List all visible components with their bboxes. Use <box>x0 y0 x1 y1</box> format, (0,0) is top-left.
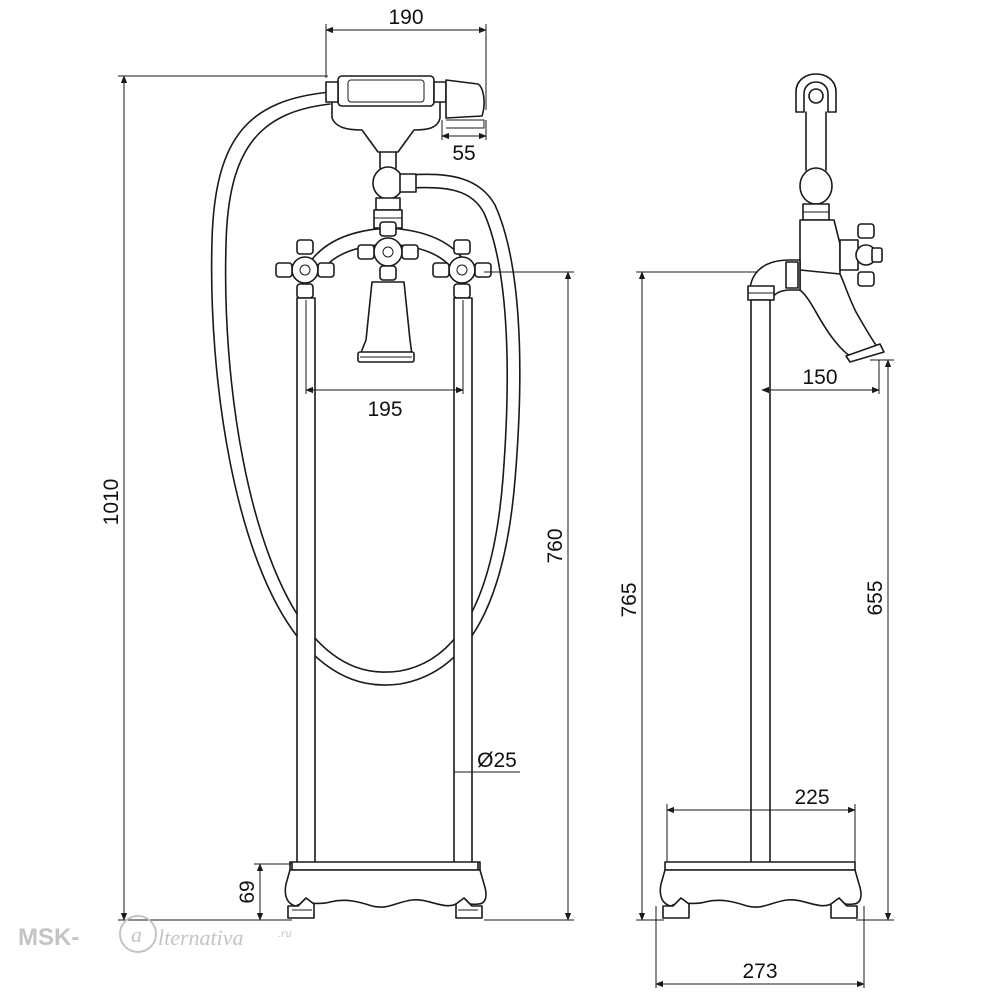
dim-pipe-diameter: Ø25 <box>477 749 517 772</box>
dim-base-inner-width: 225 <box>794 786 829 809</box>
side-standpipe <box>750 299 771 865</box>
side-view <box>659 73 885 919</box>
dim-handset-length: 190 <box>388 6 423 29</box>
dim-spout-height-front: 760 <box>544 528 567 563</box>
watermark-logo: MSK- a lternativa .ru <box>18 915 292 953</box>
side-cradle <box>795 73 837 221</box>
standpipes <box>296 297 473 865</box>
watermark-logo-letter: a <box>131 922 142 947</box>
dim-valve-centers: 195 <box>367 398 402 421</box>
right-cross-handle <box>432 239 492 299</box>
front-spout <box>357 281 415 363</box>
side-base <box>659 861 862 919</box>
left-cross-handle <box>275 239 335 299</box>
dim-overall-height: 1010 <box>100 479 123 526</box>
dim-base-width: 273 <box>742 960 777 983</box>
shower-hose <box>210 91 521 686</box>
front-base <box>284 861 487 919</box>
dim-handset-head: 55 <box>452 142 475 165</box>
dim-base-height: 69 <box>236 880 259 903</box>
watermark-tld: .ru <box>278 926 292 940</box>
shower-handset <box>325 75 485 153</box>
dim-spout-reach: 150 <box>802 366 837 389</box>
dim-spout-height-side: 655 <box>864 580 887 615</box>
center-cross-handle <box>357 221 419 281</box>
front-view <box>210 75 521 919</box>
dimension-lines <box>118 24 894 988</box>
dim-overall-height-side: 765 <box>618 582 641 617</box>
watermark-prefix: MSK- <box>18 924 79 951</box>
side-spout <box>799 269 885 363</box>
cradle-stem <box>372 151 417 211</box>
side-elbow <box>747 259 801 301</box>
watermark-name: lternativa <box>158 925 244 950</box>
